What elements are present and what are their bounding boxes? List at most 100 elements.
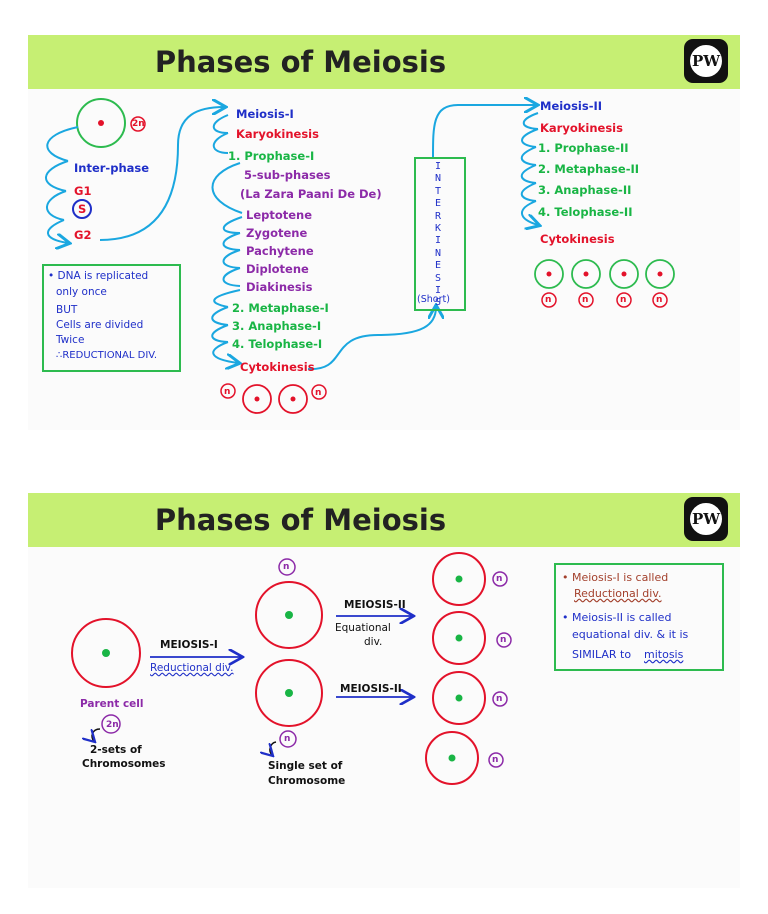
arrow3-label: MEIOSIS-II bbox=[340, 683, 402, 695]
substage-zygotene: Zygotene bbox=[246, 226, 308, 240]
m2-ploidy-3: n bbox=[620, 295, 627, 305]
meiosis2-karyokinesis: Karyokinesis bbox=[540, 121, 623, 135]
meiosis2-prophase: 1. Prophase-II bbox=[538, 141, 629, 155]
pw-logo-mark: PW bbox=[690, 503, 722, 535]
meiosis1-cytokinesis: Cytokinesis bbox=[240, 360, 315, 374]
slide-meiosis-flow: Phases of Meiosis PW bbox=[28, 35, 740, 430]
title-banner: Phases of Meiosis PW bbox=[28, 493, 740, 547]
parent-desc-line-2: Chromosomes bbox=[82, 758, 166, 770]
parent-cell bbox=[76, 98, 126, 148]
arrow2-sublabel-2: div. bbox=[364, 636, 383, 648]
to-meiosis1-arrow bbox=[99, 107, 224, 241]
substage-leptotene: Leptotene bbox=[246, 208, 313, 222]
pw-logo: PW bbox=[684, 39, 728, 83]
to-meiosis2-arrow bbox=[432, 105, 536, 158]
note-line-6: ∴REDUCTIONAL DIV. bbox=[56, 350, 158, 361]
note-line-1: • DNA is replicated bbox=[48, 270, 149, 282]
meiosis1-loops bbox=[211, 114, 242, 363]
meiosis1-karyokinesis: Karyokinesis bbox=[236, 127, 319, 141]
interkinesis-letter: R bbox=[434, 210, 442, 222]
parent-cell bbox=[71, 618, 141, 688]
summary-line-5b: mitosis bbox=[644, 648, 684, 661]
m1-ploidy-b: n bbox=[315, 388, 322, 398]
final-cell-4 bbox=[425, 731, 479, 785]
interkinesis-letter: I bbox=[434, 161, 442, 172]
daughter-ploidy-bottom: n bbox=[284, 734, 291, 744]
meiosis1-anaphase: 3. Anaphase-I bbox=[232, 319, 322, 333]
parent-desc-line-1: 2-sets of bbox=[90, 744, 142, 756]
stage-s: S bbox=[78, 202, 87, 216]
summary-line-3: • Meiosis-II is called bbox=[562, 611, 672, 624]
meiosis2-anaphase: 3. Anaphase-II bbox=[538, 183, 632, 197]
slide2-drawing bbox=[71, 552, 512, 785]
meiosis2-loops bbox=[520, 112, 538, 225]
arrow1-sublabel: Reductional div. bbox=[150, 662, 234, 674]
substage-diakinesis: Diakinesis bbox=[246, 280, 313, 294]
final-ploidy-1: n bbox=[496, 574, 503, 584]
parent-ploidy-label: 2n bbox=[106, 720, 119, 730]
to-interkinesis-arrow bbox=[307, 307, 436, 371]
parent-ploidy-label: 2n bbox=[132, 119, 145, 129]
note-line-5: Twice bbox=[56, 334, 85, 346]
slide1-drawing bbox=[45, 35, 675, 414]
interkinesis-letter: T bbox=[434, 185, 442, 197]
meiosis1-title: Meiosis-I bbox=[236, 107, 294, 121]
interkinesis-letter: N bbox=[434, 247, 442, 259]
final-cell-2 bbox=[432, 611, 486, 665]
s-phase-highlight bbox=[72, 199, 92, 219]
interkinesis-letter: E bbox=[434, 260, 442, 272]
m2-cell-2 bbox=[571, 259, 601, 289]
m2-cell-4 bbox=[645, 259, 675, 289]
arrow1-label: MEIOSIS-I bbox=[160, 639, 218, 651]
daughter-cell-top bbox=[255, 581, 323, 649]
m2-cell-3 bbox=[609, 259, 639, 289]
stage-g2: G2 bbox=[74, 228, 92, 242]
meiosis1-subphases: 5-sub-phases bbox=[244, 168, 331, 182]
interphase-label: Inter-phase bbox=[74, 161, 150, 175]
m2-ploidy-4: n bbox=[656, 295, 663, 305]
meiosis2-cytokinesis: Cytokinesis bbox=[540, 232, 615, 246]
summary-line-5a: SIMILAR to bbox=[572, 648, 632, 661]
final-ploidy-4: n bbox=[492, 755, 499, 765]
parent-cell-label: Parent cell bbox=[80, 698, 144, 710]
meiosis2-title: Meiosis-II bbox=[540, 99, 603, 113]
slide-title: Phases of Meiosis bbox=[154, 503, 447, 537]
stage-g1: G1 bbox=[74, 184, 92, 198]
summary-line-1: • Meiosis-I is called bbox=[562, 571, 669, 584]
daughter-desc-line-1: Single set of bbox=[268, 760, 343, 772]
final-cell-1 bbox=[432, 552, 486, 606]
final-cell-3 bbox=[432, 671, 486, 725]
pw-logo: PW bbox=[684, 497, 728, 541]
summary-line-2: Reductional div. bbox=[574, 587, 662, 600]
note-line-4: Cells are divided bbox=[56, 319, 144, 331]
interkinesis-letter: S bbox=[434, 297, 442, 309]
substage-diplotene: Diplotene bbox=[246, 262, 309, 276]
parent-ploidy-ring bbox=[130, 116, 146, 132]
meiosis1-prophase: 1. Prophase-I bbox=[228, 149, 315, 163]
meiosis1-telophase: 4. Telophase-I bbox=[232, 337, 323, 351]
daughter-desc-line-2: Chromosome bbox=[268, 775, 346, 787]
summary-line-4: equational div. & it is bbox=[572, 628, 689, 641]
interphase-loop-arrows bbox=[45, 126, 78, 243]
daughter-ploidy-top: n bbox=[283, 562, 290, 572]
daughter-cell-bottom bbox=[255, 659, 323, 727]
interkinesis-note: (Short) bbox=[417, 294, 450, 305]
substage-pachytene: Pachytene bbox=[246, 244, 314, 258]
interkinesis-letter: K bbox=[434, 223, 442, 235]
meiosis1-metaphase: 2. Metaphase-I bbox=[232, 301, 329, 315]
interkinesis-letter: N bbox=[434, 173, 442, 185]
interkinesis-box bbox=[414, 157, 466, 311]
final-ploidy-2: n bbox=[500, 635, 507, 645]
m2-ploidy-1: n bbox=[545, 295, 552, 305]
title-banner: Phases of Meiosis PW bbox=[28, 35, 740, 89]
interkinesis-letter: I bbox=[434, 285, 442, 297]
m2-ploidy-2: n bbox=[582, 295, 589, 305]
m1-ploidy-a: n bbox=[224, 387, 231, 397]
meiosis1-mnemonic: (La Zara Paani De De) bbox=[240, 187, 382, 201]
meiosis2-metaphase: 2. Metaphase-II bbox=[538, 162, 640, 176]
pw-logo-mark: PW bbox=[690, 45, 722, 77]
meiosis2-telophase: 4. Telophase-II bbox=[538, 205, 633, 219]
summary-note-box bbox=[554, 563, 724, 671]
parent-nucleus bbox=[98, 120, 104, 126]
